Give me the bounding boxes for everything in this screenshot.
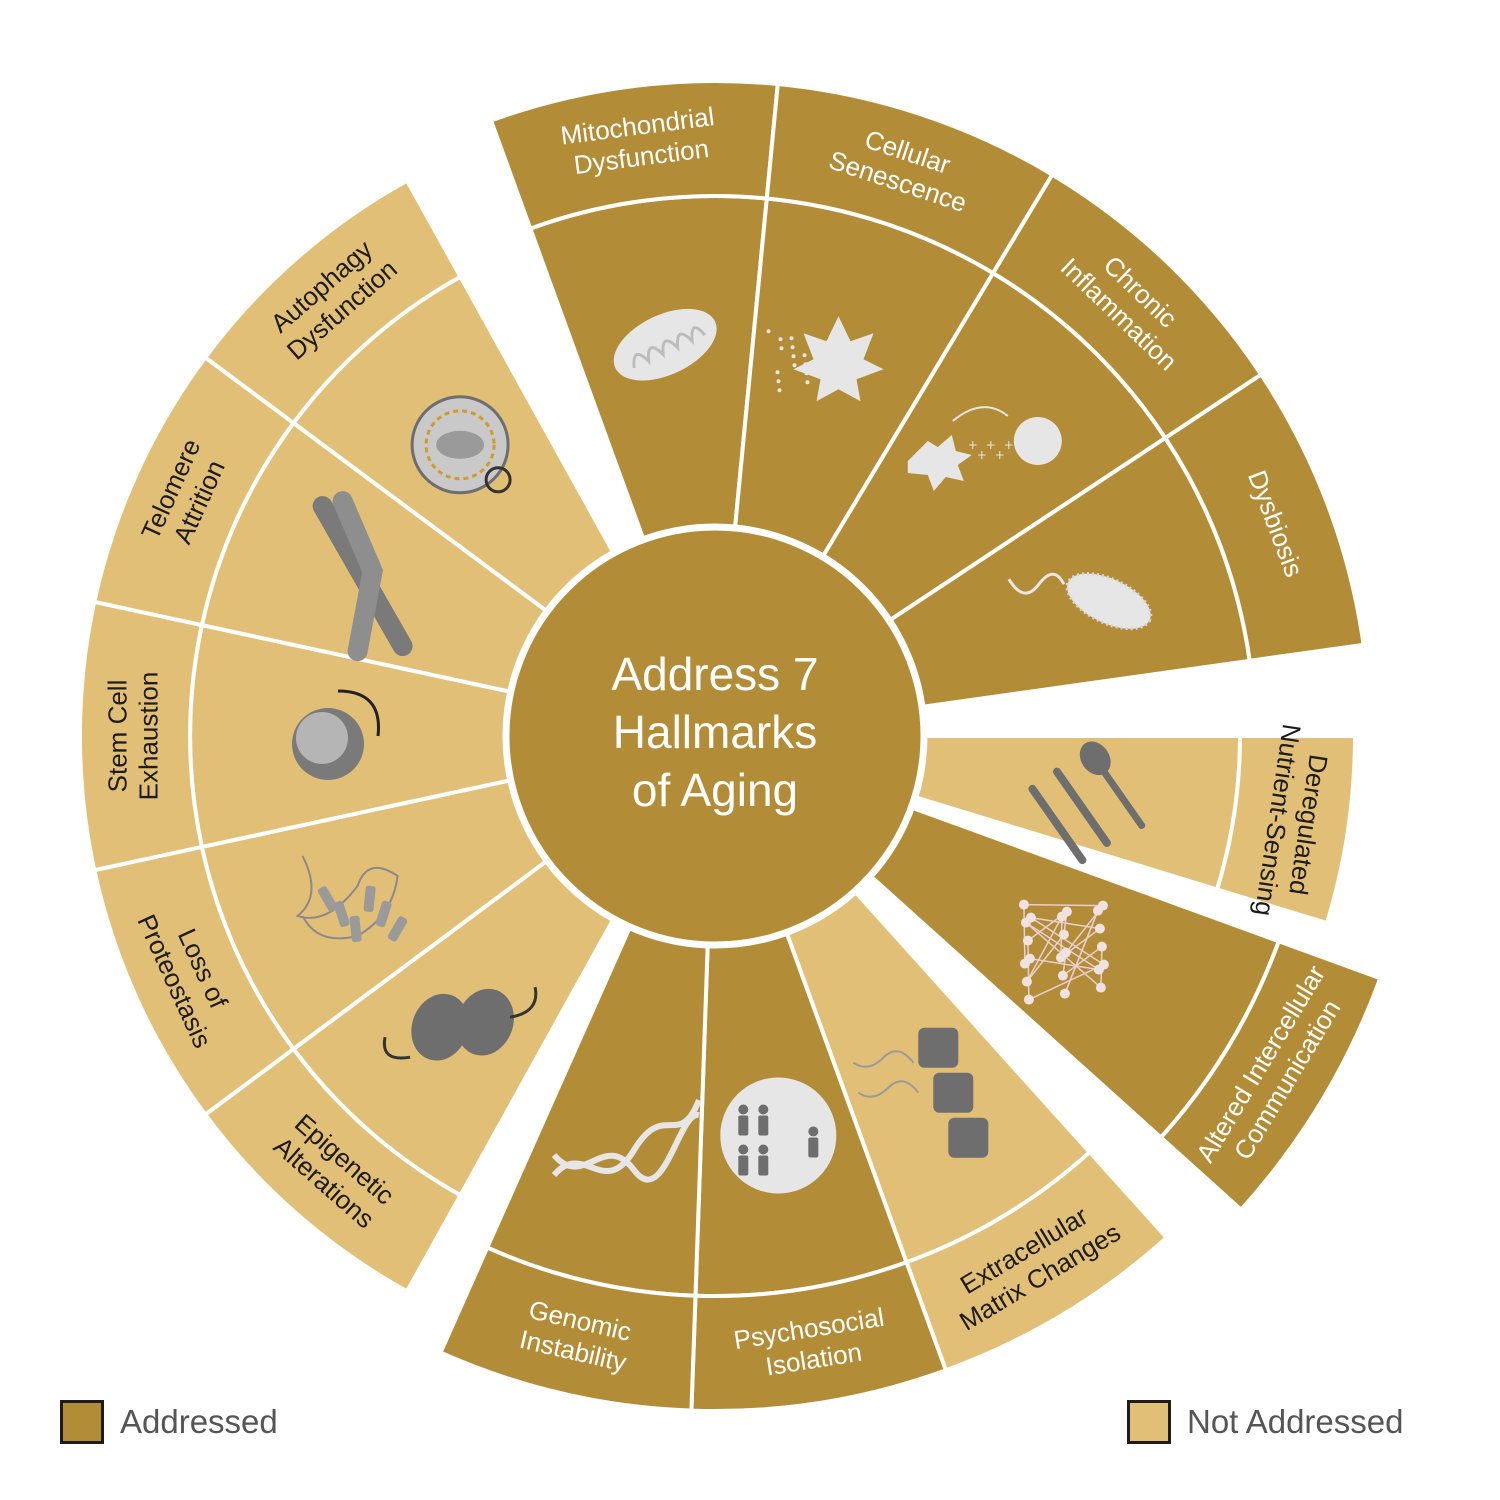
legend-addressed-label: Addressed <box>120 1403 278 1440</box>
svg-text:+: + <box>986 438 996 452</box>
svg-text:+: + <box>1004 438 1014 452</box>
svg-text:+: + <box>995 448 1005 462</box>
tissue-cells-icon <box>852 1027 989 1158</box>
chromosome-icon <box>312 491 413 662</box>
hallmark-segment: Dysbiosis <box>886 371 1366 710</box>
segment-label-band <box>1158 938 1383 1213</box>
dna-icon <box>551 1098 702 1183</box>
people-icon <box>720 1077 837 1194</box>
hallmark-label-line: Stem Cell <box>102 680 132 793</box>
immune-cell-icon: +++++ <box>907 406 1062 491</box>
segment-label-band <box>1162 371 1366 664</box>
autophagy-icon <box>410 395 512 495</box>
legend-addressed: Addressed <box>60 1400 278 1444</box>
stem-cell-icon <box>292 689 380 780</box>
center-title-line-3: of Aging <box>632 764 798 816</box>
segment-label-band <box>1214 734 1358 926</box>
legend-not-addressed-label: Not Addressed <box>1187 1403 1404 1440</box>
bacterium-icon <box>1007 572 1153 631</box>
network-icon <box>1018 899 1109 1005</box>
cutlery-icon <box>1028 741 1146 865</box>
mitochondrion-icon <box>613 308 717 381</box>
legend-not-addressed: Not Addressed <box>1127 1400 1403 1444</box>
svg-text:+: + <box>977 448 987 462</box>
legend-not-addressed-swatch <box>1127 1400 1171 1444</box>
center-title-line-2: Hallmarks <box>613 706 817 758</box>
center-title-line-1: Address 7 <box>611 648 818 700</box>
segment-label-band <box>437 1244 698 1413</box>
protein-icon <box>295 855 408 943</box>
hallmark-label-line: Exhaustion <box>133 672 163 801</box>
segment-label-band <box>202 177 464 426</box>
svg-text:+: + <box>968 438 978 452</box>
nucleosome-icon <box>382 986 538 1061</box>
leaf-icon <box>766 316 884 402</box>
legend-addressed-swatch <box>60 1400 104 1444</box>
center-hub <box>502 523 928 949</box>
